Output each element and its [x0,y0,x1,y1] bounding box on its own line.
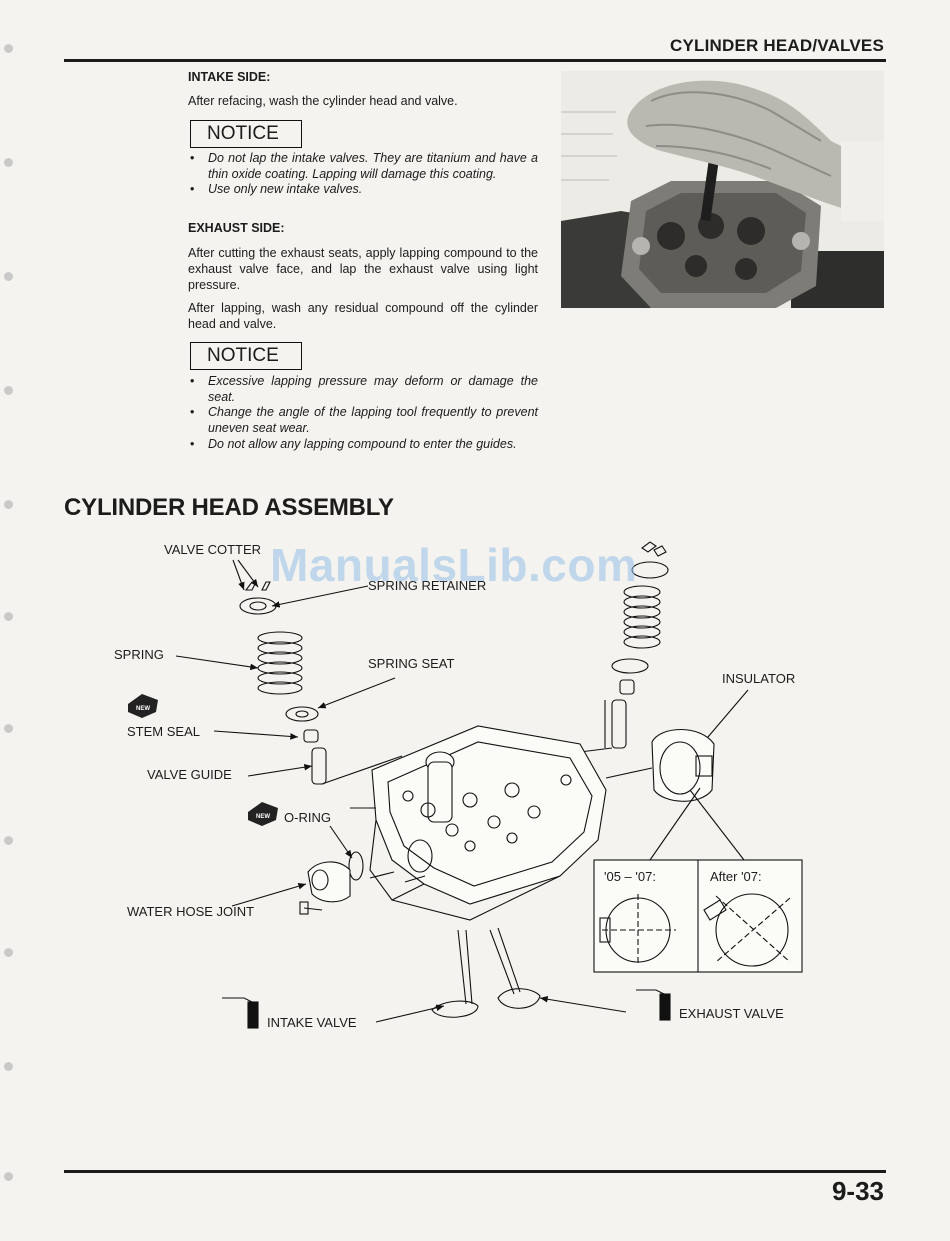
binder-hole [4,724,13,733]
intake-side-heading: INTAKE SIDE: [188,70,271,84]
binder-hole [4,612,13,621]
label-spring-seat: SPRING SEAT [368,656,455,671]
svg-text:NEW: NEW [256,814,270,820]
notice-box-1: NOTICE [190,120,302,148]
new-part-icon: NEW [128,694,158,718]
notice-2-bullets: Excessive lapping pressure may deform or… [188,374,538,453]
binder-hole [4,836,13,845]
label-exhaust-valve: EXHAUST VALVE [679,1006,784,1021]
binder-hole [4,158,13,167]
section-title: CYLINDER HEAD ASSEMBLY [64,494,394,521]
exhaust-side-heading: EXHAUST SIDE: [188,221,285,235]
binder-hole [4,44,13,53]
label-intake-valve: INTAKE VALVE [267,1015,357,1030]
page-header-title: CYLINDER HEAD/VALVES [669,36,884,55]
exhaust-side-text-1: After cutting the exhaust seats, apply l… [188,246,538,292]
binder-hole [4,500,13,509]
binder-hole [4,948,13,957]
intake-side-text: After refacing, wash the cylinder head a… [188,94,458,108]
binder-hole [4,386,13,395]
notice-2-bullet: Change the angle of the lapping tool fre… [188,405,538,436]
label-spring: SPRING [114,647,164,662]
notice-1-bullet: Do not lap the intake valves. They are t… [188,151,538,182]
notice-2-bullet: Do not allow any lapping compound to ent… [188,437,538,453]
exhaust-side-text-2: After lapping, wash any residual compoun… [188,301,538,331]
label-insulator: INSULATOR [722,671,796,686]
label-valve-cotter: VALVE COTTER [164,542,262,557]
binder-hole [4,272,13,281]
label-stem-seal: STEM SEAL [127,724,200,739]
label-valve-guide: VALVE GUIDE [147,767,232,782]
notice-1-bullets: Do not lap the intake valves. They are t… [188,151,538,198]
label-water-hose-joint: WATER HOSE JOINT [127,904,255,919]
inset-caption-left: '05 – '07: [604,869,656,884]
notice-2-bullet: Excessive lapping pressure may deform or… [188,374,538,405]
cylinder-head-exploded-diagram: NEW NEW [128,541,803,1029]
valve-lapping-photo [561,71,884,308]
header-rule [64,59,886,62]
notice-label: NOTICE [207,345,279,366]
label-spring-retainer: SPRING RETAINER [368,578,487,593]
notice-1-bullet: Use only new intake valves. [188,182,538,198]
binder-hole [4,1062,13,1071]
notice-label: NOTICE [207,123,279,144]
new-part-icon: NEW [248,802,278,826]
notice-box-2: NOTICE [190,342,302,370]
inset-caption-right: After '07: [710,869,762,884]
svg-text:NEW: NEW [136,706,150,712]
watermark: ManualsLib.com [270,539,638,591]
label-o-ring: O-RING [284,810,331,825]
footer-rule [64,1170,886,1173]
page-number: 9-33 [831,1176,884,1206]
binder-hole [4,1172,13,1181]
